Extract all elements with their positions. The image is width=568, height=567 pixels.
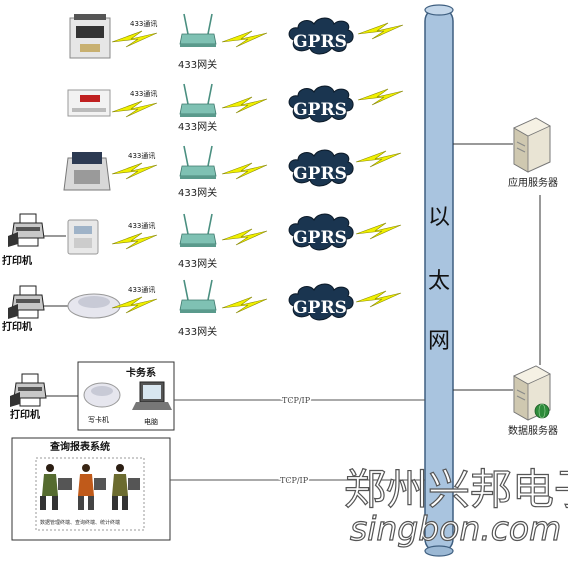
printer-icon bbox=[7, 285, 45, 320]
wireless-bolt-icon bbox=[111, 232, 158, 250]
wireless-bolt-icon bbox=[355, 150, 402, 168]
tcp-label: TCP/IP bbox=[280, 476, 309, 485]
wireless-bolt-icon bbox=[111, 100, 158, 118]
card-system-block: 打印机 卡务系 写卡机 电脑 bbox=[9, 361, 175, 431]
terminal-row-2: 433通讯 433网关 GPRS bbox=[67, 83, 404, 133]
printer-icon bbox=[7, 213, 45, 248]
ethernet-char-2: 太 bbox=[428, 269, 450, 294]
desktop-reader-terminal bbox=[67, 293, 121, 319]
operator-figure bbox=[112, 464, 140, 510]
terminal-row-3: 433通讯 433网关 GPRS bbox=[63, 145, 402, 199]
wireless-bolt-icon bbox=[357, 22, 404, 40]
watermark-company: 郑州兴邦电子 bbox=[344, 465, 568, 514]
query-system-block: 查询报表系统 数据管理终端、查询终端、统计终端 bbox=[11, 437, 171, 541]
printer-card bbox=[9, 373, 47, 408]
operator-figure bbox=[78, 464, 106, 510]
server-icon bbox=[513, 117, 551, 173]
link-433-label: 433通讯 bbox=[130, 89, 157, 98]
globe-icon bbox=[534, 403, 550, 419]
gateway-icon bbox=[179, 213, 217, 248]
ethernet-char-1: 以 bbox=[428, 205, 450, 230]
wireless-bolt-icon bbox=[111, 162, 158, 180]
wall-reader-terminal bbox=[67, 89, 111, 117]
gas-meter-terminal bbox=[69, 14, 111, 59]
gateway-label: 433网关 bbox=[178, 120, 217, 133]
wireless-bolt-icon bbox=[221, 96, 268, 114]
app-server bbox=[513, 117, 551, 173]
wireless-bolt-icon bbox=[357, 88, 404, 106]
query-system-label: 查询报表系统 bbox=[49, 440, 110, 453]
gprs-label: GPRS bbox=[293, 100, 347, 120]
ethernet-char-3: 网 bbox=[428, 329, 450, 354]
link-433-label: 433通讯 bbox=[128, 221, 155, 230]
link-433-label: 433通讯 bbox=[128, 285, 155, 294]
computer-label: 电脑 bbox=[144, 417, 158, 426]
app-server-label: 应用服务器 bbox=[508, 176, 558, 189]
card-reader-terminal bbox=[67, 219, 99, 255]
link-433-label: 433通讯 bbox=[128, 151, 155, 160]
gateway-label: 433网关 bbox=[178, 186, 217, 199]
gateway-icon bbox=[179, 83, 217, 118]
terminal-row-1: 433通讯 433网关 GPRS bbox=[69, 13, 404, 71]
gprs-label: GPRS bbox=[293, 32, 347, 52]
gateway-label: 433网关 bbox=[178, 325, 217, 338]
printer-label: 打印机 bbox=[2, 320, 32, 333]
gateway-icon bbox=[179, 13, 217, 48]
printer-icon bbox=[9, 373, 47, 408]
ethernet-backbone: 以 太 网 bbox=[424, 4, 454, 557]
watermark-url: singbon.com bbox=[350, 509, 561, 548]
gateway-label: 433网关 bbox=[178, 257, 217, 270]
wireless-bolt-icon bbox=[355, 222, 402, 240]
link-433-label: 433通讯 bbox=[130, 19, 157, 28]
terminal-row-5: 打印机 433通讯 433网关 GPRS bbox=[2, 279, 402, 338]
query-caption: 数据管理终端、查询终端、统计终端 bbox=[40, 519, 120, 526]
tcp-label: TCP/IP bbox=[282, 396, 311, 405]
pos-terminal bbox=[63, 152, 111, 191]
gateway-icon bbox=[179, 279, 217, 314]
card-writer-label: 写卡机 bbox=[88, 415, 109, 424]
operators-frame bbox=[35, 457, 145, 531]
gprs-label: GPRS bbox=[293, 228, 347, 248]
printer-5 bbox=[7, 285, 45, 320]
printer-label: 打印机 bbox=[10, 408, 40, 421]
wireless-bolt-icon bbox=[221, 162, 268, 180]
printer-4 bbox=[7, 213, 45, 248]
db-server bbox=[513, 365, 551, 421]
gateway-label: 433网关 bbox=[178, 58, 217, 71]
terminal-row-4: 打印机 433通讯 433网关 GPRS bbox=[2, 213, 402, 270]
computer-icon bbox=[132, 381, 172, 410]
printer-label: 打印机 bbox=[2, 254, 32, 267]
wireless-bolt-icon bbox=[221, 228, 268, 246]
wireless-bolt-icon bbox=[221, 296, 268, 314]
wireless-bolt-icon bbox=[355, 290, 402, 308]
gateway-icon bbox=[179, 145, 217, 180]
wireless-bolt-icon bbox=[221, 30, 268, 48]
wireless-bolt-icon bbox=[111, 30, 158, 48]
gprs-label: GPRS bbox=[293, 164, 347, 184]
db-server-label: 数据服务器 bbox=[508, 424, 558, 437]
gprs-label: GPRS bbox=[293, 298, 347, 318]
card-system-label: 卡务系 bbox=[126, 366, 156, 379]
operator-figure bbox=[40, 464, 72, 510]
